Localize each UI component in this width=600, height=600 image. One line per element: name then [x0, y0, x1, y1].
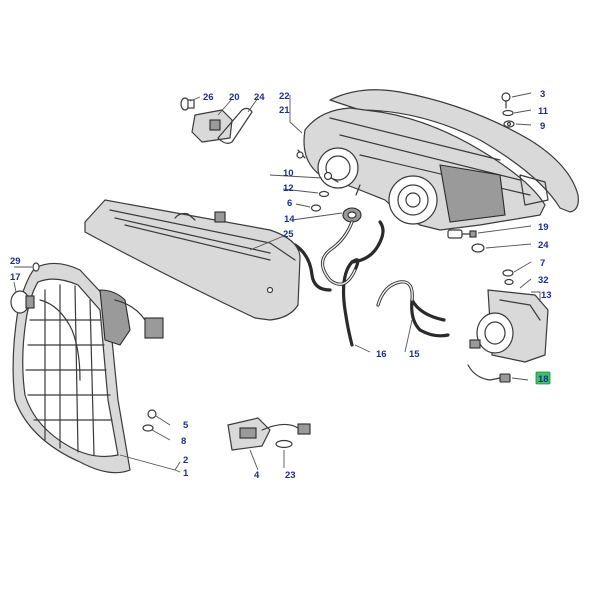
bulb-23 — [275, 439, 293, 449]
callout-3: 3 — [540, 89, 545, 100]
callout-17: 17 — [10, 272, 21, 283]
gasket-25 — [217, 107, 253, 144]
callout-20: 20 — [229, 92, 240, 103]
callout-5: 5 — [183, 420, 189, 431]
callout-9: 9 — [540, 121, 545, 132]
callout-16: 16 — [376, 349, 387, 360]
leader-lines — [13, 92, 541, 473]
callout-11: 11 — [538, 106, 549, 117]
harness-16 — [293, 220, 385, 347]
screw-3 — [501, 92, 511, 109]
headlamp-assembly — [296, 89, 579, 231]
callout-22: 22 — [279, 91, 290, 102]
nut-6 — [310, 204, 322, 212]
lamp-holder-20 — [191, 109, 233, 143]
headlamp-bulb-19 — [447, 229, 477, 239]
callout-18: 18 — [538, 374, 549, 385]
callout-29: 29 — [10, 256, 21, 267]
callout-6: 6 — [287, 198, 292, 209]
callout-21: 21 — [279, 105, 290, 116]
plate-lamp-4 — [227, 417, 311, 451]
callout-8: 8 — [181, 436, 186, 447]
bulb-30 — [180, 97, 195, 111]
harness-15 — [376, 280, 450, 338]
fog-bulb-wire-18 — [467, 364, 511, 383]
callout-1: 1 — [183, 468, 189, 479]
callout-2: 2 — [183, 455, 188, 466]
callout-15: 15 — [409, 349, 420, 360]
tail-lamp-housing — [12, 262, 164, 474]
bulb-29 — [32, 262, 40, 272]
callout-19: 19 — [538, 222, 549, 233]
nut-9 — [503, 120, 515, 128]
fog-lamp-assembly — [469, 289, 549, 363]
callout-13: 13 — [541, 290, 552, 301]
callout-26: 25 — [283, 229, 294, 240]
callout-4: 4 — [254, 470, 260, 481]
callout-7: 7 — [540, 258, 545, 269]
callout-30: 26 — [203, 92, 214, 103]
nut-7 — [502, 269, 514, 286]
screw-10 — [323, 171, 339, 183]
callout-18-highlight — [535, 371, 551, 385]
callout-12: 12 — [283, 183, 294, 194]
bulb-17 — [10, 290, 35, 314]
callout-32: 32 — [538, 275, 549, 286]
callout-labels: 26 20 24 22 21 3 11 9 10 12 6 14 25 19 2… — [10, 89, 552, 481]
washer-12 — [318, 190, 330, 198]
headlamp-bulb-24 — [471, 243, 485, 253]
callout-23: 23 — [285, 470, 296, 481]
connector-14 — [342, 207, 362, 223]
washer-11 — [502, 109, 514, 117]
callout-14: 14 — [284, 214, 295, 225]
callout-10: 10 — [283, 168, 294, 179]
nut-8 — [142, 424, 154, 432]
callout-24: 24 — [538, 240, 549, 251]
brake-light-26 — [84, 199, 301, 321]
screw-5 — [147, 409, 157, 419]
callout-25: 24 — [254, 92, 265, 103]
